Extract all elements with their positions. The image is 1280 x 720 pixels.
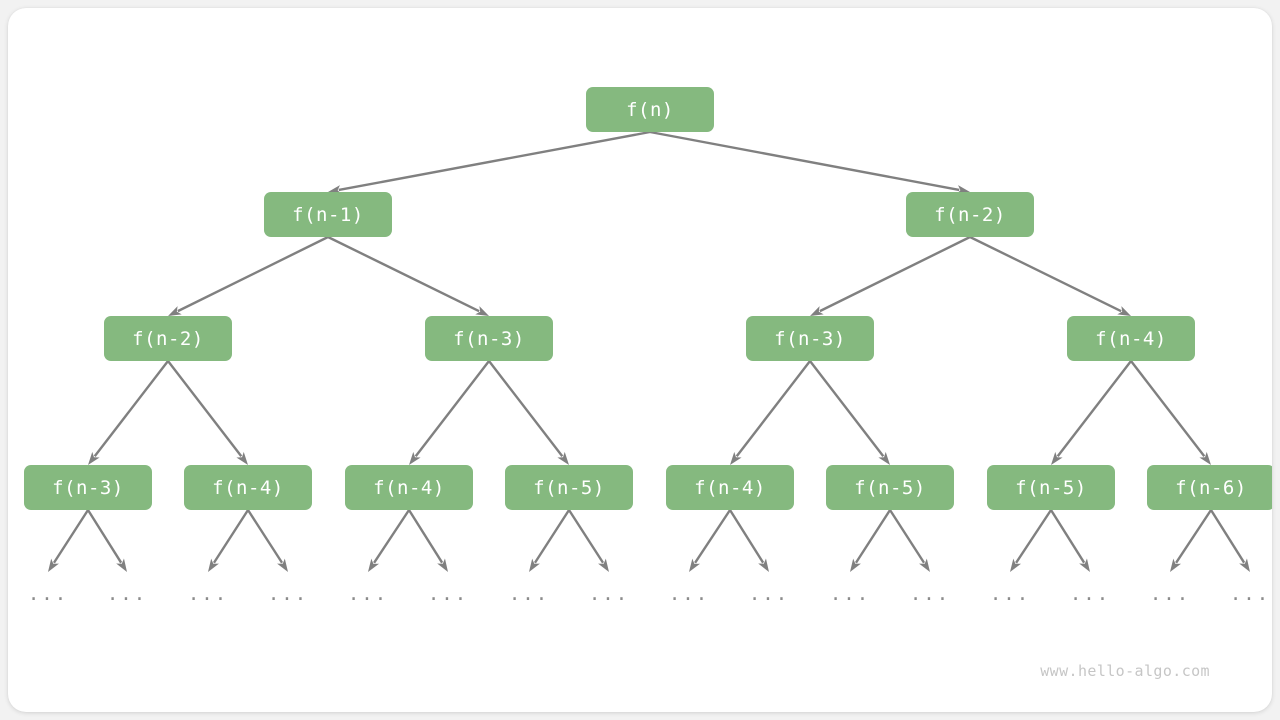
tree-ellipsis: ...: [427, 583, 469, 605]
tree-ellipsis: ...: [909, 583, 951, 605]
tree-node: f(n-4): [345, 465, 473, 510]
tree-ellipsis: ...: [748, 583, 790, 605]
tree-node: f(n-4): [1067, 316, 1195, 361]
tree-edge: [327, 235, 489, 316]
tree-node: f(n-1): [264, 192, 392, 237]
tree-edge: [649, 130, 970, 195]
tree-node: f(n-4): [666, 465, 794, 510]
tree-node: f(n-5): [826, 465, 954, 510]
tree-node: f(n-2): [104, 316, 232, 361]
tree-edge: [689, 509, 732, 572]
watermark: www.hello-algo.com: [1040, 662, 1210, 680]
tree-node: f(n-3): [746, 316, 874, 361]
tree-edge: [407, 509, 448, 572]
tree-edge: [168, 235, 329, 316]
tree-edge: [809, 360, 890, 465]
tree-node: f(n-6): [1147, 465, 1272, 510]
tree-ellipsis: ...: [989, 583, 1031, 605]
tree-edge: [328, 130, 651, 195]
tree-edge: [488, 360, 569, 465]
tree-ellipsis: ...: [829, 583, 871, 605]
tree-node: f(n-4): [184, 465, 312, 510]
tree-edge: [1010, 509, 1053, 572]
tree-node: f(n): [586, 87, 714, 132]
tree-node: f(n-2): [906, 192, 1034, 237]
tree-edge: [1170, 509, 1213, 572]
tree-edge: [88, 360, 169, 465]
tree-ellipsis: ...: [1149, 583, 1191, 605]
tree-edge: [368, 509, 411, 572]
tree-node: f(n-3): [425, 316, 553, 361]
tree-edge: [1051, 360, 1132, 465]
tree-edge: [730, 360, 811, 465]
tree-edge: [529, 509, 571, 572]
tree-node: f(n-3): [24, 465, 152, 510]
tree-ellipsis: ...: [508, 583, 550, 605]
tree-edge: [1130, 360, 1211, 465]
tree-edge: [567, 509, 609, 572]
tree-edge: [86, 509, 127, 572]
tree-edge: [48, 509, 90, 572]
tree-ellipsis: ...: [187, 583, 229, 605]
tree-ellipsis: ...: [1229, 583, 1271, 605]
tree-edge: [1049, 509, 1090, 572]
tree-edge: [810, 235, 971, 316]
tree-edge: [246, 509, 288, 572]
tree-ellipsis: ...: [1069, 583, 1111, 605]
recursion-tree-diagram: f(n) f(n-1) f(n-2) f(n-2) f(n-3) f(n-3) f(n-4)…: [8, 8, 1272, 712]
tree-edge: [728, 509, 769, 572]
tree-node: f(n-5): [987, 465, 1115, 510]
tree-ellipsis: ...: [347, 583, 389, 605]
diagram-card: f(n) f(n-1) f(n-2) f(n-2) f(n-3) f(n-3) f(n-4)…: [8, 8, 1272, 712]
tree-ellipsis: ...: [27, 583, 69, 605]
tree-edge: [409, 360, 490, 465]
tree-ellipsis: ...: [106, 583, 148, 605]
tree-ellipsis: ...: [267, 583, 309, 605]
tree-edge: [167, 360, 248, 465]
tree-edge: [888, 509, 930, 572]
tree-ellipsis: ...: [588, 583, 630, 605]
tree-edge: [208, 509, 250, 572]
tree-edge: [1209, 509, 1250, 572]
tree-ellipsis: ...: [668, 583, 710, 605]
tree-node: f(n-5): [505, 465, 633, 510]
tree-edge: [969, 235, 1131, 316]
tree-edge: [850, 509, 892, 572]
